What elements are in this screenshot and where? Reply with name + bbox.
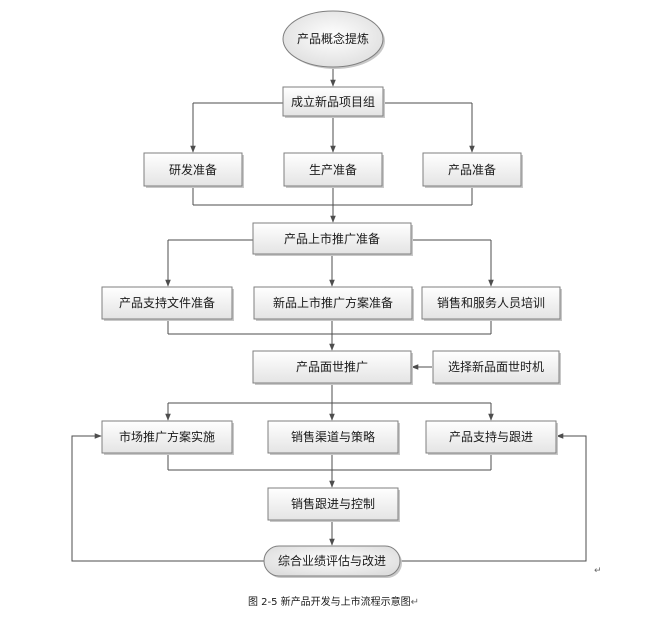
node-launch-promo: 产品面世推广 (252, 350, 413, 385)
node-launch-prep-label: 产品上市推广准备 (284, 231, 380, 246)
node-sales-training-label: 销售和服务人员培训 (437, 295, 545, 310)
connectors (71, 68, 587, 562)
node-product-prep: 产品准备 (422, 152, 523, 188)
node-select-time-label: 选择新品面世时机 (448, 359, 544, 374)
node-launch-plan: 新品上市推广方案准备 (253, 286, 414, 321)
node-sales-training: 销售和服务人员培训 (421, 286, 562, 321)
figure-caption: 图 2-5 新产品开发与上市流程示意图↵ (0, 593, 667, 608)
node-evaluation: 综合业绩评估与改进 (263, 545, 402, 578)
caption-return-mark: ↵ (410, 597, 420, 608)
node-concept-label: 产品概念提炼 (297, 31, 369, 46)
node-support-docs-label: 产品支持文件准备 (119, 295, 215, 310)
node-concept: 产品概念提炼 (282, 10, 385, 69)
node-sales-control-label: 销售跟进与控制 (291, 496, 375, 511)
node-rd-prep: 研发准备 (143, 152, 244, 188)
node-market-plan: 市场推广方案实施 (101, 420, 234, 455)
node-market-plan-label: 市场推广方案实施 (119, 429, 215, 444)
node-select-time: 选择新品面世时机 (432, 350, 561, 385)
node-project-team-label: 成立新品项目组 (291, 94, 375, 109)
return-mark: ↵ (594, 566, 602, 576)
node-product-prep-label: 产品准备 (448, 163, 496, 177)
node-launch-promo-label: 产品面世推广 (296, 360, 368, 374)
node-production-prep: 生产准备 (283, 152, 384, 188)
node-product-support: 产品支持与跟进 (425, 420, 558, 455)
node-project-team: 成立新品项目组 (282, 86, 385, 118)
node-product-support-label: 产品支持与跟进 (449, 429, 533, 444)
node-sales-channel-label: 销售渠道与策略 (291, 429, 375, 444)
node-launch-plan-label: 新品上市推广方案准备 (273, 295, 393, 310)
figure-caption-text: 图 2-5 新产品开发与上市流程示意图 (247, 597, 411, 608)
node-support-docs: 产品支持文件准备 (101, 286, 234, 321)
node-evaluation-label: 综合业绩评估与改进 (278, 553, 386, 568)
node-sales-control: 销售跟进与控制 (267, 487, 400, 522)
node-production-prep-label: 生产准备 (309, 163, 357, 177)
node-rd-prep-label: 研发准备 (169, 162, 217, 177)
node-launch-prep: 产品上市推广准备 (252, 222, 413, 256)
node-sales-channel: 销售渠道与策略 (267, 420, 400, 455)
